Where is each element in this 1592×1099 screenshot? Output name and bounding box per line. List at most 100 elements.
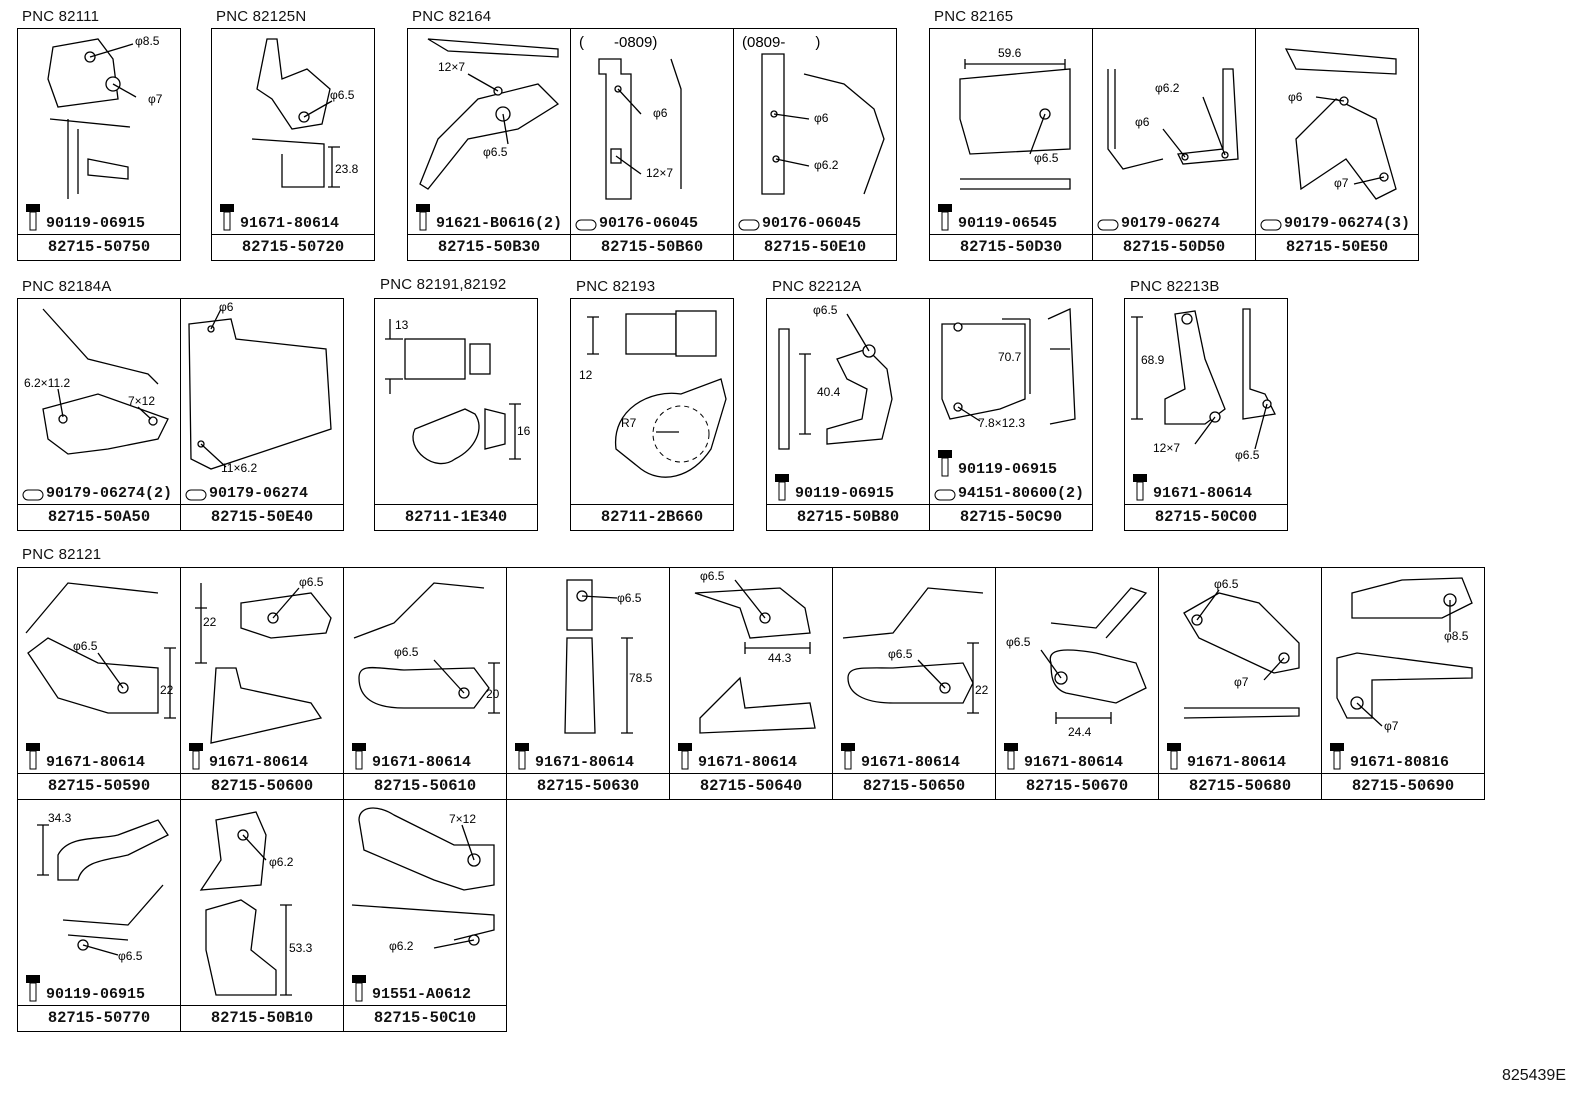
bolt-number: 91671-80614 bbox=[240, 215, 340, 232]
part-number: 82715-50630 bbox=[507, 773, 669, 799]
part-number: 82715-50B30 bbox=[408, 234, 570, 260]
svg-text:φ6: φ6 bbox=[653, 106, 668, 120]
svg-text:12×7: 12×7 bbox=[438, 60, 465, 74]
part-number: 82715-50680 bbox=[1159, 773, 1321, 799]
bolt-number: 91621-B0616(2) bbox=[436, 215, 563, 232]
part-number: 82715-50E50 bbox=[1256, 234, 1418, 260]
part-cell[interactable]: φ8.5 φ7 90119-06915 82715-50750 bbox=[17, 28, 181, 261]
part-cell[interactable]: φ6.5 23.8 91671-80614 82715-50720 bbox=[211, 28, 375, 261]
part-cell[interactable]: φ6.5 φ7 91671-80614 82715-50680 bbox=[1158, 567, 1322, 800]
part-cell[interactable]: 12 R7 82711-2B660 bbox=[570, 298, 734, 531]
bracket-drawing: φ6 φ6.2 bbox=[1107, 68, 1239, 170]
part-cell[interactable]: φ6.2 53.3 82715-50B10 bbox=[180, 799, 344, 1032]
bolt-callout: 91671-80816 bbox=[1326, 741, 1449, 771]
bracket-drawing: 6.2×11.2 7×12 bbox=[24, 308, 169, 455]
part-cell[interactable]: φ6.5 78.5 91671-80614 82715-50630 bbox=[506, 567, 670, 800]
part-cell[interactable]: (0809- ) φ6 φ6.2 90176-06045 82715-50E10 bbox=[733, 28, 897, 261]
svg-text:70.7: 70.7 bbox=[998, 350, 1022, 364]
bolt-number: 90119-06915 bbox=[795, 485, 895, 502]
svg-text:φ6.2: φ6.2 bbox=[389, 939, 414, 953]
part-cell[interactable]: 34.3 φ6.5 90119-06915 82715-50770 bbox=[17, 799, 181, 1032]
bolt-callout: 91671-80614 bbox=[22, 741, 145, 771]
bolt-callout: 91551-A0612 bbox=[348, 973, 471, 1003]
bolt-number: 90119-06915 bbox=[958, 461, 1058, 478]
svg-text:φ8.5: φ8.5 bbox=[1444, 629, 1469, 643]
svg-text:7×12: 7×12 bbox=[449, 812, 476, 826]
svg-text:23.8: 23.8 bbox=[335, 162, 359, 176]
part-number: 82715-50C90 bbox=[930, 504, 1092, 530]
part-cell[interactable]: 22 φ6.5 91671-80614 82715-50600 bbox=[180, 567, 344, 800]
part-number: 82715-50D50 bbox=[1093, 234, 1255, 260]
bolt-icon bbox=[26, 743, 40, 770]
clip-icon bbox=[1097, 219, 1119, 231]
bolt-callout: 91671-80614 bbox=[1129, 472, 1252, 502]
svg-text:22: 22 bbox=[160, 683, 174, 697]
clip-icon bbox=[22, 489, 44, 501]
bolt-number: 91671-80614 bbox=[535, 754, 635, 771]
svg-text:φ7: φ7 bbox=[148, 92, 163, 106]
part-cell[interactable]: φ8.5 φ7 91671-80816 82715-50690 bbox=[1321, 567, 1485, 800]
pnc-label: PNC 82213B bbox=[1130, 278, 1220, 295]
svg-text:R7: R7 bbox=[621, 416, 637, 430]
part-cell[interactable]: 59.6 φ6.5 90119-06545 82715-50D30 bbox=[929, 28, 1093, 261]
svg-text:φ6.5: φ6.5 bbox=[73, 639, 98, 653]
bolt-icon bbox=[775, 474, 789, 501]
bolt-callout: 90179-06274 bbox=[185, 485, 308, 502]
clip-icon bbox=[738, 219, 760, 231]
bolt-icon bbox=[26, 204, 40, 231]
part-number: 82715-50610 bbox=[344, 773, 506, 799]
bolt-icon bbox=[352, 975, 366, 1002]
part-cell[interactable]: 12×7 φ6.5 91621-B0616(2) 82715-50B30 bbox=[407, 28, 571, 261]
svg-text:7.8×12.3: 7.8×12.3 bbox=[978, 416, 1025, 430]
bolt-number: 91671-80614 bbox=[1024, 754, 1124, 771]
bolt-number: 90176-06045 bbox=[762, 215, 862, 232]
bracket-drawing: φ6.5 φ7 bbox=[1183, 577, 1300, 719]
part-cell[interactable]: φ6.5 22 91671-80614 82715-50590 bbox=[17, 567, 181, 800]
part-cell[interactable]: φ6.5 44.3 91671-80614 82715-50640 bbox=[669, 567, 833, 800]
part-cell[interactable]: ( -0809) φ6 12×7 90176-06045 82715-50B60 bbox=[570, 28, 734, 261]
svg-text:22: 22 bbox=[203, 615, 217, 629]
bracket-drawing: 34.3 φ6.5 bbox=[37, 811, 169, 963]
part-cell[interactable]: 68.9 12×7 φ6.5 91671-80614 82715-50C00 bbox=[1124, 298, 1288, 531]
bracket-drawing: 12×7 φ6.5 bbox=[419, 38, 560, 190]
svg-text:φ7: φ7 bbox=[1334, 176, 1349, 190]
bolt-icon bbox=[515, 743, 529, 770]
part-cell[interactable]: φ6 φ6.2 90179-06274 82715-50D50 bbox=[1092, 28, 1256, 261]
part-cell[interactable]: 13 16 82711-1E340 bbox=[374, 298, 538, 531]
part-cell[interactable]: φ6.5 24.4 91671-80614 82715-50670 bbox=[995, 567, 1159, 800]
part-number: 82715-50650 bbox=[833, 773, 995, 799]
bolt-callout: 90119-06915 bbox=[934, 448, 1057, 478]
pnc-label: PNC 82121 bbox=[22, 546, 102, 563]
part-cell[interactable]: φ6 φ7 90179-06274(3) 82715-50E50 bbox=[1255, 28, 1419, 261]
bolt-callout: 90119-06915 bbox=[22, 202, 145, 232]
part-number: 82715-50B80 bbox=[767, 504, 929, 530]
svg-text:φ6.5: φ6.5 bbox=[394, 645, 419, 659]
bolt-callout: 91671-80614 bbox=[511, 741, 634, 771]
part-number: 82715-50B60 bbox=[571, 234, 733, 260]
svg-text:12×7: 12×7 bbox=[646, 166, 673, 180]
part-cell[interactable]: 70.7 7.8×12.3 90119-06915 94151-80600(2)… bbox=[929, 298, 1093, 531]
svg-text:78.5: 78.5 bbox=[629, 671, 653, 685]
bolt-callout: 91671-80614 bbox=[1000, 741, 1123, 771]
clip-icon bbox=[1260, 219, 1282, 231]
svg-text:φ6.5: φ6.5 bbox=[617, 591, 642, 605]
pnc-label: PNC 82111 bbox=[22, 8, 100, 25]
part-number: 82715-50690 bbox=[1322, 773, 1484, 799]
part-cell[interactable]: 7×12 φ6.2 91551-A0612 82715-50C10 bbox=[343, 799, 507, 1032]
pnc-label: PNC 82191,82192 bbox=[380, 276, 507, 293]
svg-text:φ7: φ7 bbox=[1234, 675, 1249, 689]
part-number: 82711-2B660 bbox=[571, 504, 733, 530]
bolt-callout: 91671-80614 bbox=[348, 741, 471, 771]
pnc-label: PNC 82184A bbox=[22, 278, 112, 295]
part-number: 82715-50C00 bbox=[1125, 504, 1287, 530]
part-number: 82711-1E340 bbox=[375, 504, 537, 530]
part-cell[interactable]: φ6.5 20 91671-80614 82715-50610 bbox=[343, 567, 507, 800]
bracket-drawing: φ6.5 22 bbox=[25, 582, 176, 719]
part-cell[interactable]: φ6.5 22 91671-80614 82715-50650 bbox=[832, 567, 996, 800]
part-cell[interactable]: 6.2×11.2 7×12 90179-06274(2) 82715-50A50 bbox=[17, 298, 181, 531]
part-cell[interactable]: φ6.5 40.4 90119-06915 82715-50B80 bbox=[766, 298, 930, 531]
part-cell[interactable]: φ6 11×6.2 90179-06274 82715-50E40 bbox=[180, 298, 344, 531]
part-number: 82715-50B10 bbox=[181, 1005, 343, 1031]
bolt-icon bbox=[841, 743, 855, 770]
bracket-drawing: ( -0809) φ6 12×7 bbox=[579, 34, 682, 200]
